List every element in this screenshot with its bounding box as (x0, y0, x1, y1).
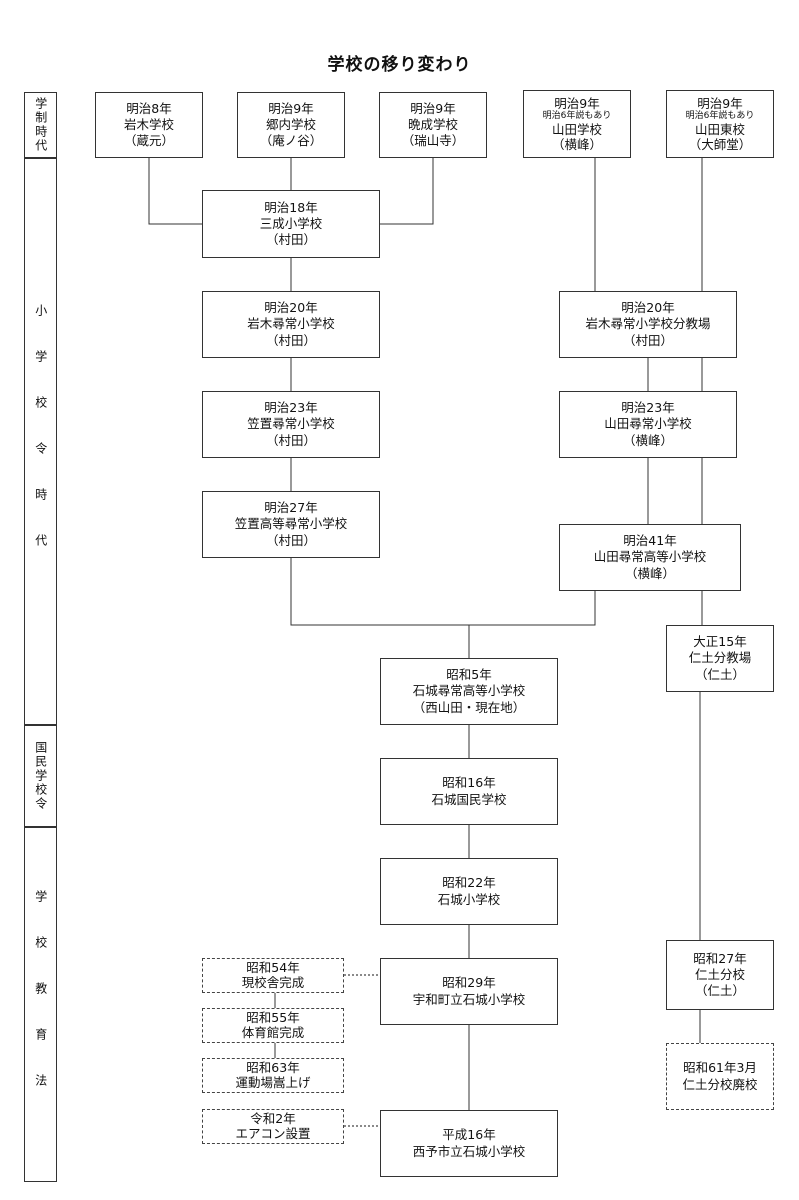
box-location: （庵ノ谷） (259, 133, 323, 149)
event-s54: 昭和54年 現校舎完成 (202, 958, 344, 993)
event-text: エアコン設置 (235, 1125, 311, 1141)
box-year: 明治23年 (264, 400, 318, 416)
box-iwaki-branch: 明治20年 岩木尋常小学校分教場 （村田） (559, 291, 737, 358)
box-nido-branch: 大正15年 仁土分教場 （仁土） (666, 625, 774, 692)
era-gakusei: 学制時代 (24, 92, 57, 158)
box-location: （村田） (265, 332, 316, 348)
box-year: 明治9年 (268, 100, 314, 116)
box-school-name: 晩成学校 (407, 116, 458, 132)
box-year: 明治20年 (621, 300, 675, 316)
box-year: 明治23年 (621, 400, 675, 416)
box-year: 明治9年 (697, 96, 743, 112)
box-nido-bunko: 昭和27年 仁土分校 （仁土） (666, 940, 774, 1010)
box-year: 昭和22年 (442, 875, 496, 891)
box-year: 明治9年 (410, 100, 456, 116)
box-year: 明治41年 (623, 533, 677, 549)
era-kokumin: 国民学校令 (24, 725, 57, 827)
box-location: （村田） (622, 332, 673, 348)
box-location: （仁土） (694, 666, 745, 682)
box-location: （大師堂） (688, 136, 752, 152)
box-event: 仁土分校廃校 (682, 1076, 758, 1092)
box-school-name: 山田尋常小学校 (604, 416, 692, 432)
event-s63: 昭和63年 運動場嵩上げ (202, 1058, 344, 1093)
box-school-name: 石城尋常高等小学校 (412, 683, 526, 699)
event-year: 昭和55年 (246, 1010, 300, 1026)
event-text: 体育館完成 (241, 1024, 305, 1040)
box-school-name: 山田尋常高等小学校 (593, 549, 707, 565)
box-nido-closed: 昭和61年3月 仁土分校廃校 (666, 1043, 774, 1110)
box-year: 明治9年 (554, 96, 600, 112)
box-location: （村田） (265, 432, 316, 448)
box-year: 明治18年 (264, 199, 318, 215)
box-school-name: 岩木尋常小学校 (247, 316, 335, 332)
box-ishiki-sho: 昭和22年 石城小学校 (380, 858, 558, 925)
box-note: 明治6年説もあり (685, 111, 755, 122)
event-year: 昭和63年 (246, 1060, 300, 1076)
box-school-name: 宇和町立石城小学校 (412, 991, 526, 1007)
diagram-title: 学校の移り変わり (327, 55, 472, 75)
event-r2: 令和2年 エアコン設置 (202, 1109, 344, 1144)
event-year: 昭和54年 (246, 960, 300, 976)
era-shogakkorei-label: 小学校令時代 (33, 303, 48, 580)
box-gounai-gakko: 明治9年 郷内学校 （庵ノ谷） (237, 92, 345, 158)
box-location: （横峰） (624, 565, 675, 581)
box-school-name: 郷内学校 (265, 116, 316, 132)
box-location: （西山田・現在地） (412, 699, 526, 715)
box-year: 昭和5年 (446, 667, 492, 683)
box-bansei-gakko: 明治9年 晩成学校 （瑞山寺） (379, 92, 487, 158)
box-location: （横峰） (622, 432, 673, 448)
event-s55: 昭和55年 体育館完成 (202, 1008, 344, 1043)
box-school-name: 山田東校 (694, 121, 745, 137)
box-uwa-ishiki: 昭和29年 宇和町立石城小学校 (380, 958, 558, 1025)
box-seiyo-ishiki: 平成16年 西予市立石城小学校 (380, 1110, 558, 1177)
box-iwaki-gakko: 明治8年 岩木学校 （蔵元） (95, 92, 203, 158)
era-kyoikuho: 学校教育法 (24, 827, 57, 1182)
box-year: 大正15年 (693, 634, 747, 650)
box-school-name: 仁土分校 (694, 966, 745, 982)
box-year: 昭和29年 (442, 975, 496, 991)
box-yamada-jinjo: 明治23年 山田尋常小学校 （横峰） (559, 391, 737, 458)
box-location: （村田） (265, 532, 316, 548)
box-ishiki-kokumin: 昭和16年 石城国民学校 (380, 758, 558, 825)
box-kasaoki-jinjo: 明治23年 笠置尋常小学校 （村田） (202, 391, 380, 458)
box-yamada-koto: 明治41年 山田尋常高等小学校 （横峰） (559, 524, 741, 591)
box-school-name: 三成小学校 (259, 215, 323, 231)
era-gakusei-label: 学制時代 (33, 97, 48, 153)
event-year: 令和2年 (250, 1111, 296, 1127)
box-year: 平成16年 (442, 1127, 496, 1143)
box-location: （村田） (265, 232, 316, 248)
box-school-name: 岩木学校 (123, 116, 174, 132)
box-school-name: 岩木尋常小学校分教場 (585, 316, 711, 332)
box-school-name: 石城小学校 (437, 891, 501, 907)
box-year: 明治8年 (126, 100, 172, 116)
box-school-name: 仁土分教場 (688, 650, 752, 666)
event-text: 現校舎完成 (241, 974, 305, 990)
box-year: 昭和16年 (442, 775, 496, 791)
box-school-name: 石城国民学校 (431, 791, 507, 807)
box-year: 昭和61年3月 (683, 1060, 757, 1076)
box-yamada-gakko: 明治9年 明治6年説もあり 山田学校 （横峰） (523, 90, 631, 158)
box-yamada-higashi: 明治9年 明治6年説もあり 山田東校 （大師堂） (666, 90, 774, 158)
box-school-name: 山田学校 (551, 121, 602, 137)
box-school-name: 笠置尋常小学校 (247, 416, 335, 432)
box-note: 明治6年説もあり (542, 111, 612, 122)
box-school-name: 西予市立石城小学校 (412, 1143, 526, 1159)
box-location: （仁土） (694, 983, 745, 999)
era-shogakkorei: 小学校令時代 (24, 158, 57, 725)
box-year: 明治20年 (264, 300, 318, 316)
era-kyoikuho-label: 学校教育法 (33, 889, 48, 1120)
box-sansei: 明治18年 三成小学校 （村田） (202, 190, 380, 258)
box-kasaoki-koto: 明治27年 笠置高等尋常小学校 （村田） (202, 491, 380, 558)
box-iwaki-jinjo: 明治20年 岩木尋常小学校 （村田） (202, 291, 380, 358)
box-school-name: 笠置高等尋常小学校 (234, 516, 348, 532)
era-kokumin-label: 国民学校令 (33, 741, 48, 811)
box-ishiki-koto: 昭和5年 石城尋常高等小学校 （西山田・現在地） (380, 658, 558, 725)
box-location: （瑞山寺） (401, 133, 465, 149)
box-location: （蔵元） (123, 133, 174, 149)
box-year: 明治27年 (264, 500, 318, 516)
box-location: （横峰） (551, 136, 602, 152)
event-text: 運動場嵩上げ (235, 1074, 311, 1090)
box-year: 昭和27年 (693, 950, 747, 966)
